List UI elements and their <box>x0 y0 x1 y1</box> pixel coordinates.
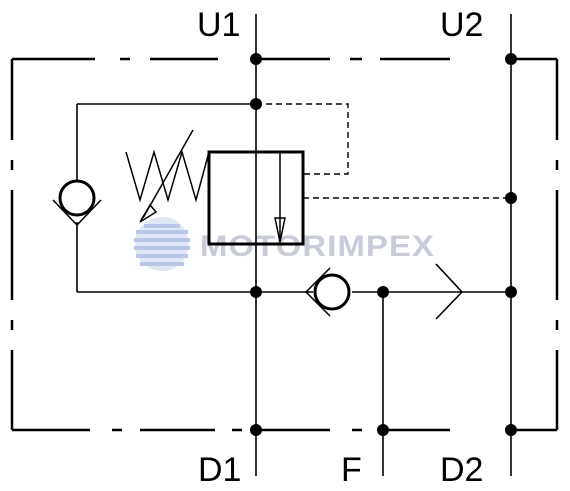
port-label-d1: D1 <box>198 451 241 489</box>
watermark-text: MOTORIMPEX <box>200 230 435 263</box>
port-label-f: F <box>341 451 362 489</box>
port-label-u1: U1 <box>197 6 240 44</box>
check-valve-bottom-icon <box>304 267 351 317</box>
flow-arrow-icon <box>435 263 464 320</box>
check-valve-left-icon <box>52 179 102 227</box>
pilot-lines <box>256 103 511 199</box>
watermark: MOTORIMPEX <box>134 217 435 271</box>
spring-adjustable-icon <box>125 129 210 223</box>
watermark-globe-icon <box>134 217 190 271</box>
port-label-u2: U2 <box>440 6 483 44</box>
port-label-d2: D2 <box>440 451 483 489</box>
junction-dots <box>250 53 517 436</box>
outer-frame <box>10 57 559 432</box>
valve-block <box>207 150 305 246</box>
